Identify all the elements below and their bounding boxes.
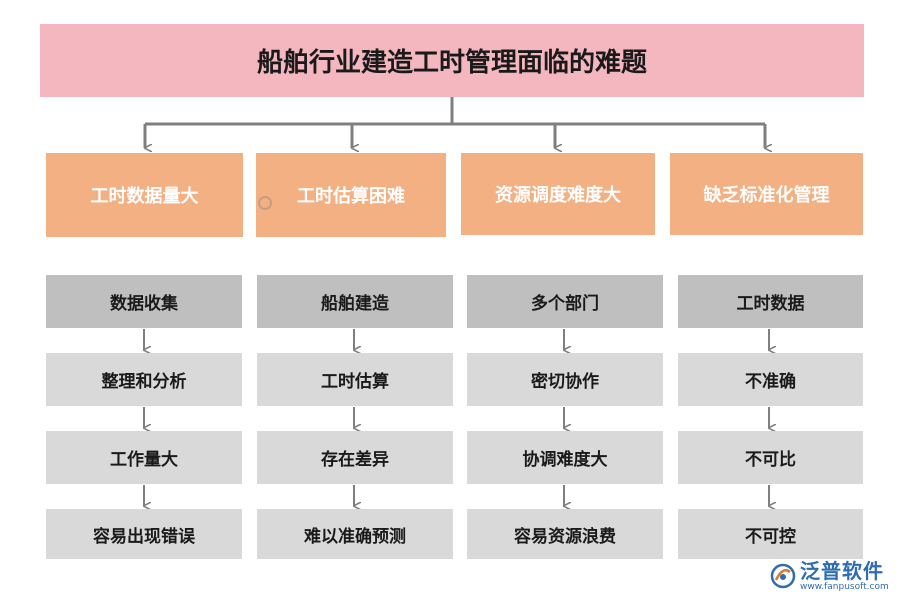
step-box-header: 船舶建造 bbox=[257, 275, 453, 328]
step-box: 存在差异 bbox=[257, 431, 453, 484]
logo-url: www.fanpusoft.com bbox=[800, 581, 889, 592]
step-box: 不可比 bbox=[678, 431, 863, 484]
step-box: 不可控 bbox=[678, 509, 863, 559]
fanpu-logo-icon bbox=[770, 563, 796, 589]
watermark-icon bbox=[258, 196, 272, 210]
category-box: 缺乏标准化管理 bbox=[670, 153, 863, 235]
step-box: 难以准确预测 bbox=[257, 509, 453, 559]
category-box: 资源调度难度大 bbox=[461, 153, 655, 235]
step-box: 容易出现错误 bbox=[46, 509, 242, 559]
brand-logo: 泛普软件 www.fanpusoft.com bbox=[770, 555, 894, 597]
logo-name: 泛普软件 bbox=[800, 558, 884, 583]
category-box: 工时数据量大 bbox=[46, 153, 243, 237]
step-box: 容易资源浪费 bbox=[467, 509, 663, 559]
step-box: 协调难度大 bbox=[467, 431, 663, 484]
step-box: 不准确 bbox=[678, 353, 863, 406]
step-box: 工作量大 bbox=[46, 431, 242, 484]
watermark-mark bbox=[258, 196, 272, 210]
step-box-header: 多个部门 bbox=[467, 275, 663, 328]
step-box: 密切协作 bbox=[467, 353, 663, 406]
step-box: 整理和分析 bbox=[46, 353, 242, 406]
step-box: 工时估算 bbox=[257, 353, 453, 406]
step-box-header: 工时数据 bbox=[678, 275, 863, 328]
step-box-header: 数据收集 bbox=[46, 275, 242, 328]
category-box: 工时估算困难 bbox=[256, 153, 446, 237]
diagram-title: 船舶行业建造工时管理面临的难题 bbox=[40, 24, 864, 97]
